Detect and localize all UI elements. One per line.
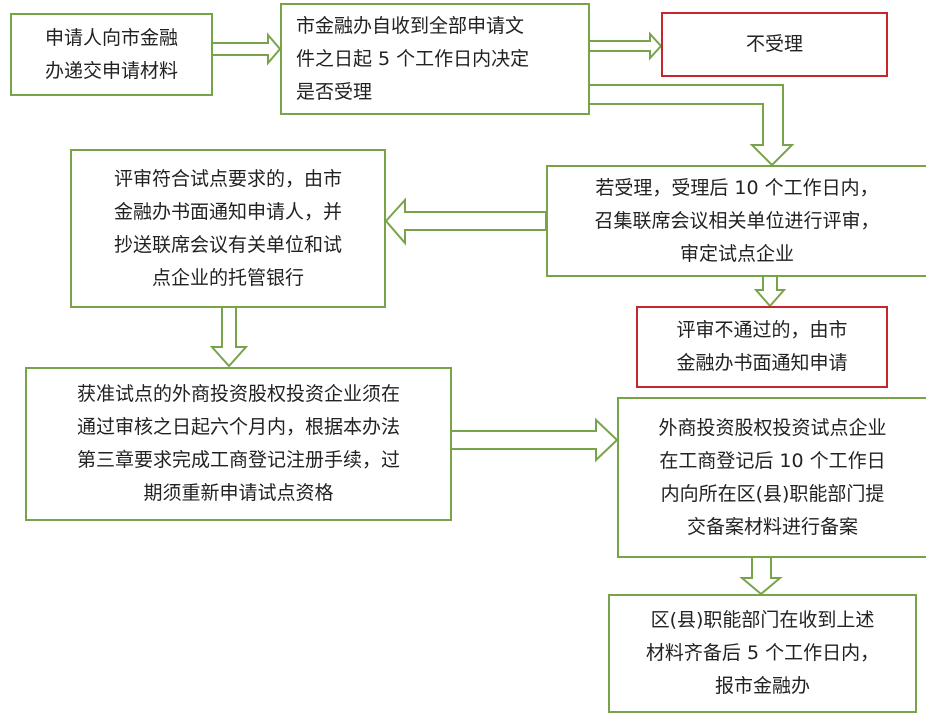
step-rejected-notice: 评审不通过的，由市 金融办书面通知申请 bbox=[636, 306, 888, 388]
arrow-approved-to-registration bbox=[209, 306, 249, 368]
step-text-line: 若受理，受理后 10 个工作日内， bbox=[595, 176, 879, 199]
step-text-line: 报市金融办 bbox=[714, 675, 810, 697]
step-text-line: 申请人向市金融 bbox=[44, 26, 178, 49]
step-not-accepted: 不受理 bbox=[661, 12, 888, 77]
step-text-line: 是否受理 bbox=[296, 80, 373, 103]
step-text-line: 通过审核之日起六个月内，根据本办法 bbox=[76, 416, 400, 438]
step-text-line: 外商投资股权投资试点企业 bbox=[658, 416, 887, 439]
step-text-line: 办递交申请材料 bbox=[44, 59, 178, 82]
step-report: 区(县)职能部门在收到上述 材料齐备后 5 个工作日内， 报市金融办 bbox=[608, 594, 917, 713]
step-text-line: 市金融办自收到全部申请文 bbox=[296, 14, 525, 37]
arrow-review-to-approved bbox=[384, 197, 547, 246]
step-text-line: 在工商登记后 10 个工作日 bbox=[659, 449, 886, 472]
step-text-line: 召集联席会议相关单位进行评审， bbox=[594, 209, 880, 232]
arrow-decide-to-review bbox=[588, 84, 795, 167]
step-approved-notice: 评审符合试点要求的，由市 金融办书面通知申请人，并 抄送联席会议有关单位和试 点… bbox=[70, 149, 386, 308]
step-text-line: 审定试点企业 bbox=[679, 242, 794, 265]
step-text-line: 件之日起 5 个工作日内决定 bbox=[296, 47, 530, 70]
step-text-line: 内向所在区(县)职能部门提 bbox=[660, 482, 885, 505]
step-text-line: 交备案材料进行备案 bbox=[686, 515, 858, 538]
step-review: 若受理，受理后 10 个工作日内， 召集联席会议相关单位进行评审， 审定试点企业 bbox=[546, 165, 926, 277]
arrow-decide-to-not-accepted bbox=[588, 31, 663, 61]
arrow-review-to-rejected bbox=[753, 275, 787, 308]
step-text-line: 第三章要求完成工商登记注册手续，过 bbox=[76, 449, 400, 471]
step-text-line: 材料齐备后 5 个工作日内， bbox=[645, 642, 880, 664]
arrow-registration-to-filing bbox=[450, 417, 619, 463]
step-registration: 获准试点的外商投资股权投资企业须在 通过审核之日起六个月内，根据本办法 第三章要… bbox=[25, 367, 452, 521]
step-text-line: 抄送联席会议有关单位和试 bbox=[113, 233, 342, 256]
step-text-line: 区(县)职能部门在收到上述 bbox=[650, 609, 875, 631]
step-text-line: 期须重新申请试点资格 bbox=[143, 482, 334, 504]
step-decide: 市金融办自收到全部申请文 件之日起 5 个工作日内决定 是否受理 bbox=[280, 3, 590, 115]
step-text-line: 金融办书面通知申请 bbox=[676, 352, 848, 374]
step-text-line: 金融办书面通知申请人，并 bbox=[113, 200, 342, 223]
step-submit: 申请人向市金融 办递交申请材料 bbox=[10, 13, 213, 96]
step-filing: 外商投资股权投资试点企业 在工商登记后 10 个工作日 内向所在区(县)职能部门… bbox=[617, 397, 926, 558]
step-text-line: 评审不通过的，由市 bbox=[676, 319, 848, 341]
arrow-filing-to-report bbox=[739, 556, 783, 596]
arrow-submit-to-decide bbox=[211, 32, 282, 66]
step-text-line: 获准试点的外商投资股权投资企业须在 bbox=[76, 383, 400, 405]
step-text-line: 点企业的托管银行 bbox=[151, 266, 304, 289]
step-text-line: 不受理 bbox=[745, 33, 803, 55]
step-text-line: 评审符合试点要求的，由市 bbox=[113, 167, 342, 190]
